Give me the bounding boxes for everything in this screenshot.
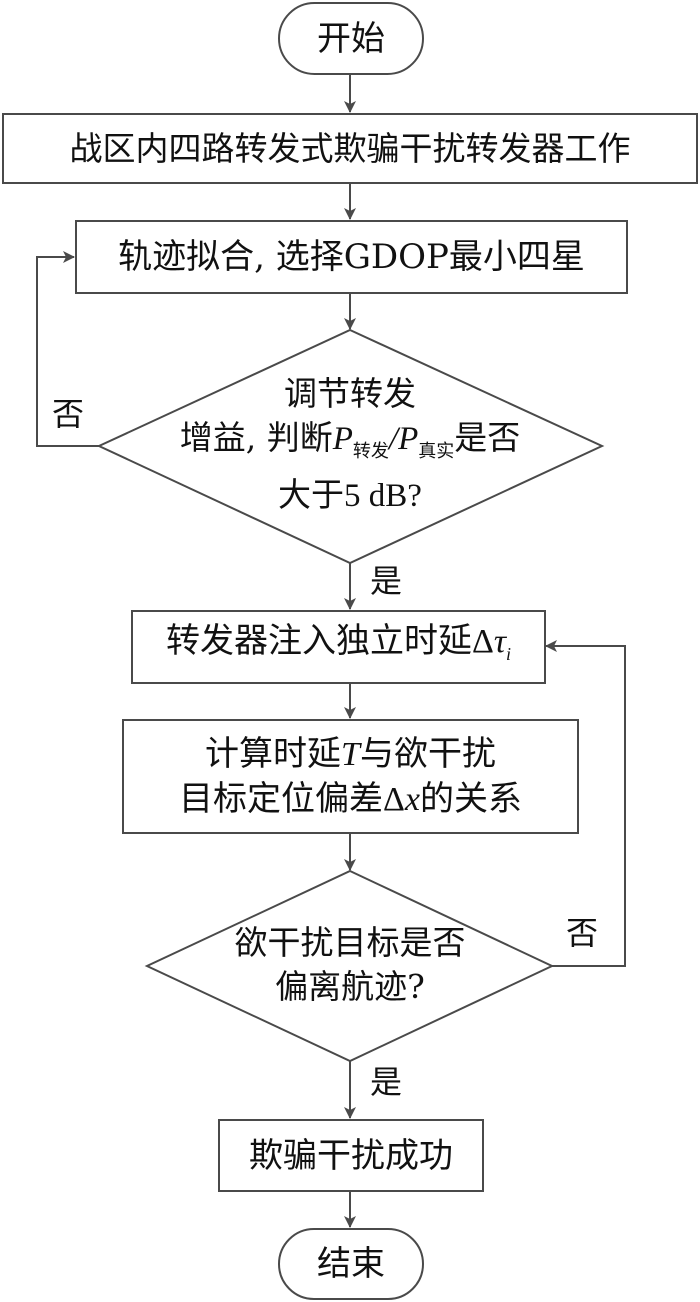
step-spoofing-success-label: 欺骗干扰成功 <box>249 1135 453 1176</box>
step-inject-delay-label: 转发器注入独立时延Δτi <box>165 620 512 664</box>
step-trajectory-fit: 轨迹拟合, 选择GDOP最小四星 <box>75 220 628 294</box>
step-compute-relation-line1: 计算时延T与欲干扰 <box>205 733 496 774</box>
decision-deviation-line1: 欲干扰目标是否 <box>234 923 466 962</box>
decision-deviation-line2: 偏离航迹? <box>275 967 425 1006</box>
arrow-decision1-no-loop <box>36 251 99 447</box>
decision-deviation-text: 欲干扰目标是否 偏离航迹? <box>180 915 520 1015</box>
step-repeater-work-label: 战区内四路转发式欺骗干扰转发器工作 <box>69 128 631 168</box>
step-trajectory-fit-label: 轨迹拟合, 选择GDOP最小四星 <box>118 237 585 277</box>
decision-gain-line1: 调节转发 <box>284 374 416 413</box>
end-label: 结束 <box>317 1244 385 1284</box>
start-terminal: 开始 <box>278 2 424 75</box>
start-label: 开始 <box>317 18 385 59</box>
decision-gain-yes-label: 是 <box>370 562 403 600</box>
step-repeater-work: 战区内四路转发式欺骗干扰转发器工作 <box>2 113 698 184</box>
step-spoofing-success: 欺骗干扰成功 <box>218 1119 484 1192</box>
arrow-decision2-no-loop <box>545 640 626 967</box>
decision-gain-line2: 增益, 判断P转发/P真实是否 <box>179 418 521 462</box>
decision-deviation-no-label: 否 <box>566 914 599 952</box>
step-compute-relation-line2: 目标定位偏差Δx的关系 <box>179 778 522 819</box>
decision-deviation-yes-label: 是 <box>370 1063 403 1101</box>
step-compute-relation: 计算时延T与欲干扰 目标定位偏差Δx的关系 <box>122 719 579 834</box>
end-terminal: 结束 <box>278 1228 424 1300</box>
decision-gain-line3: 大于5 dB? <box>278 478 422 514</box>
decision-gain-no-label: 否 <box>52 395 85 433</box>
decision-gain-text: 调节转发 增益, 判断P转发/P真实是否 大于5 dB? <box>120 370 580 520</box>
step-inject-delay: 转发器注入独立时延Δτi <box>131 610 546 684</box>
